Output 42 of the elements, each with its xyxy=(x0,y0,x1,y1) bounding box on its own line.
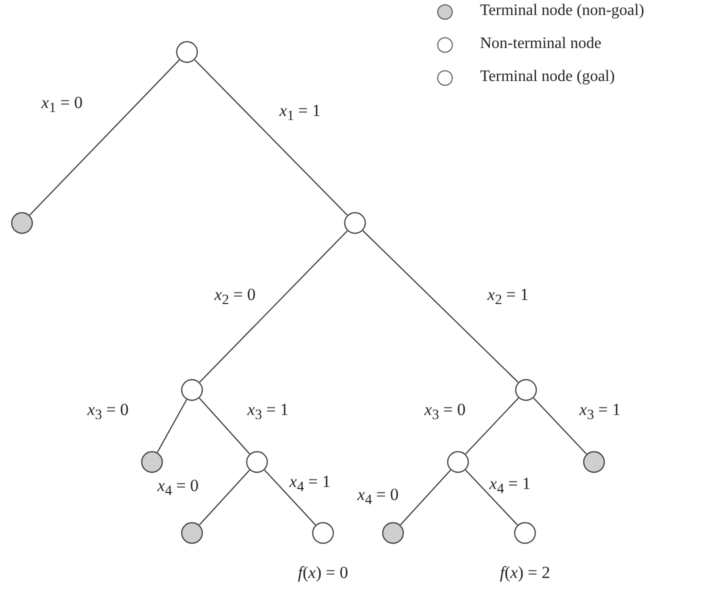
tree-branch xyxy=(465,398,519,454)
tree-branch xyxy=(264,470,316,526)
tree-node-circle xyxy=(176,41,198,63)
branch-label: x$_{3}$ = 0 xyxy=(87,400,129,424)
tree-branch xyxy=(29,60,180,216)
tree-branch xyxy=(199,470,250,526)
tree-branch xyxy=(194,59,348,216)
branch-label: x$_{2}$ = 0 xyxy=(214,284,256,310)
tree-node-circle xyxy=(447,451,469,473)
tree-branch xyxy=(465,470,518,526)
legend-text: Non-terminal node xyxy=(480,35,602,53)
tree-node-circle xyxy=(141,451,163,473)
tree-branch xyxy=(156,399,188,453)
legend-text: Terminal node (goal) xyxy=(480,68,615,86)
tree-branch xyxy=(198,398,250,454)
branch-label: x$_{1}$ = 1 xyxy=(279,100,321,126)
tree-node-circle xyxy=(515,379,537,401)
branch-label: x$_{2}$ = 1 xyxy=(487,284,529,310)
tree-node-circle xyxy=(344,212,366,234)
tree-node-circle xyxy=(312,522,334,544)
branch-label: x$_{4}$ = 0 xyxy=(157,476,199,500)
branch-label: x$_{4}$ = 1 xyxy=(489,474,531,498)
branch-label: x$_{3}$ = 0 xyxy=(424,400,466,424)
branch-label: x$_{3}$ = 1 xyxy=(579,400,621,424)
function-value-caption: f(x) = 2 xyxy=(500,563,550,583)
legend-text: Terminal node (non-goal) xyxy=(480,2,644,20)
branch-label: x$_{3}$ = 1 xyxy=(247,400,289,424)
tree-node-circle xyxy=(246,451,268,473)
tree-node-circle xyxy=(382,522,404,544)
branch-label: x$_{4}$ = 1 xyxy=(289,472,331,496)
tree-branch xyxy=(362,230,519,383)
tree-node-circle xyxy=(181,379,203,401)
branch-label: x$_{4}$ = 0 xyxy=(357,484,399,510)
function-value-caption: f(x) = 0 xyxy=(298,563,348,583)
tree-branch xyxy=(199,230,348,383)
tree-node-circle xyxy=(583,451,605,473)
tree-node-circle xyxy=(181,522,203,544)
tree-node-circle xyxy=(514,522,536,544)
tree-branch xyxy=(533,398,587,454)
tree-branch xyxy=(400,470,451,526)
branch-label: x$_{1}$ = 0 xyxy=(41,92,83,118)
tree-node-circle xyxy=(11,212,33,234)
